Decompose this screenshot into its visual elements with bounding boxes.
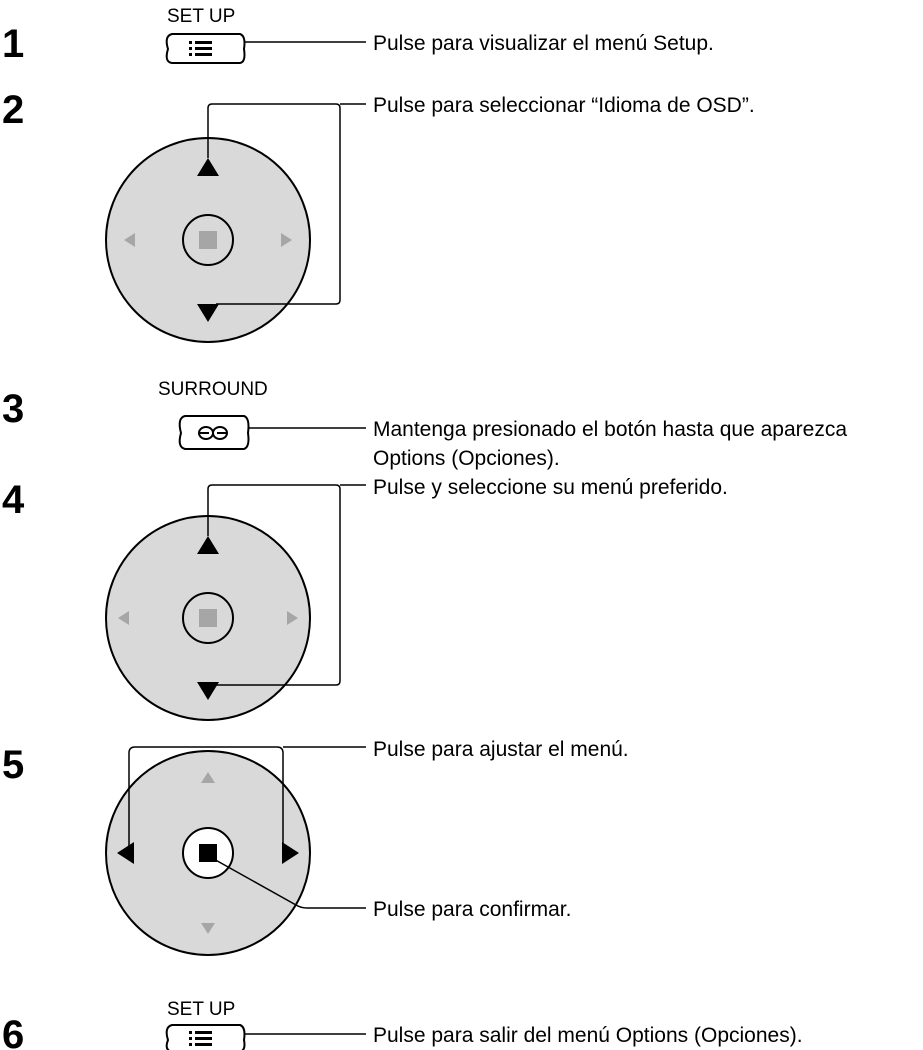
list-icon bbox=[189, 41, 212, 56]
down-arrow-icon[interactable] bbox=[197, 304, 219, 322]
right-arrow-icon[interactable] bbox=[282, 842, 299, 864]
step-4-number: 4 bbox=[2, 478, 25, 522]
dpad-2[interactable] bbox=[105, 137, 311, 343]
list-icon bbox=[189, 1031, 212, 1046]
step-6-text: Pulse para salir del menú Options (Opcio… bbox=[373, 1024, 803, 1047]
step-4-text: Pulse y seleccione su menú preferido. bbox=[373, 476, 728, 499]
step-5-confirm-text: Pulse para confirmar. bbox=[373, 898, 571, 921]
step-1-number: 1 bbox=[2, 22, 24, 66]
step-3-text-line2: Options (Opciones). bbox=[373, 447, 560, 470]
surround-button-label: SURROUND bbox=[158, 379, 268, 400]
setup-button-label: SET UP bbox=[167, 6, 235, 27]
step-2-number: 2 bbox=[2, 88, 24, 132]
step-6-number: 6 bbox=[2, 1013, 24, 1050]
dpad-5[interactable] bbox=[105, 750, 311, 956]
setup-button-label: SET UP bbox=[167, 999, 235, 1020]
step-5-confirm-leader bbox=[211, 857, 366, 909]
up-arrow-icon[interactable] bbox=[197, 536, 219, 554]
surround-icon bbox=[198, 426, 228, 440]
left-arrow-icon[interactable] bbox=[118, 611, 129, 625]
step-3-text-line1: Mantenga presionado el botón hasta que a… bbox=[373, 418, 847, 441]
stop-icon bbox=[199, 231, 217, 249]
step-2-text: Pulse para seleccionar “Idioma de OSD”. bbox=[373, 94, 755, 117]
down-arrow-icon[interactable] bbox=[201, 923, 215, 934]
up-arrow-icon[interactable] bbox=[197, 158, 219, 176]
right-arrow-icon[interactable] bbox=[287, 611, 298, 625]
surround-button[interactable] bbox=[178, 415, 250, 450]
left-arrow-icon[interactable] bbox=[124, 233, 135, 247]
step-5-adjust-leader bbox=[128, 746, 284, 848]
right-arrow-icon[interactable] bbox=[281, 233, 292, 247]
step-5-number: 5 bbox=[2, 743, 24, 787]
setup-button[interactable] bbox=[165, 1024, 246, 1050]
dpad-4[interactable] bbox=[105, 515, 311, 721]
step-4-leader bbox=[207, 484, 341, 686]
stop-icon bbox=[199, 609, 217, 627]
step-5-adjust-text: Pulse para ajustar el menú. bbox=[373, 738, 629, 761]
step-1-text: Pulse para visualizar el menú Setup. bbox=[373, 32, 714, 55]
step-3-number: 3 bbox=[2, 387, 24, 431]
step-2-leader bbox=[207, 103, 341, 305]
down-arrow-icon[interactable] bbox=[197, 682, 219, 700]
up-arrow-icon[interactable] bbox=[201, 772, 215, 783]
setup-button[interactable] bbox=[165, 33, 246, 64]
